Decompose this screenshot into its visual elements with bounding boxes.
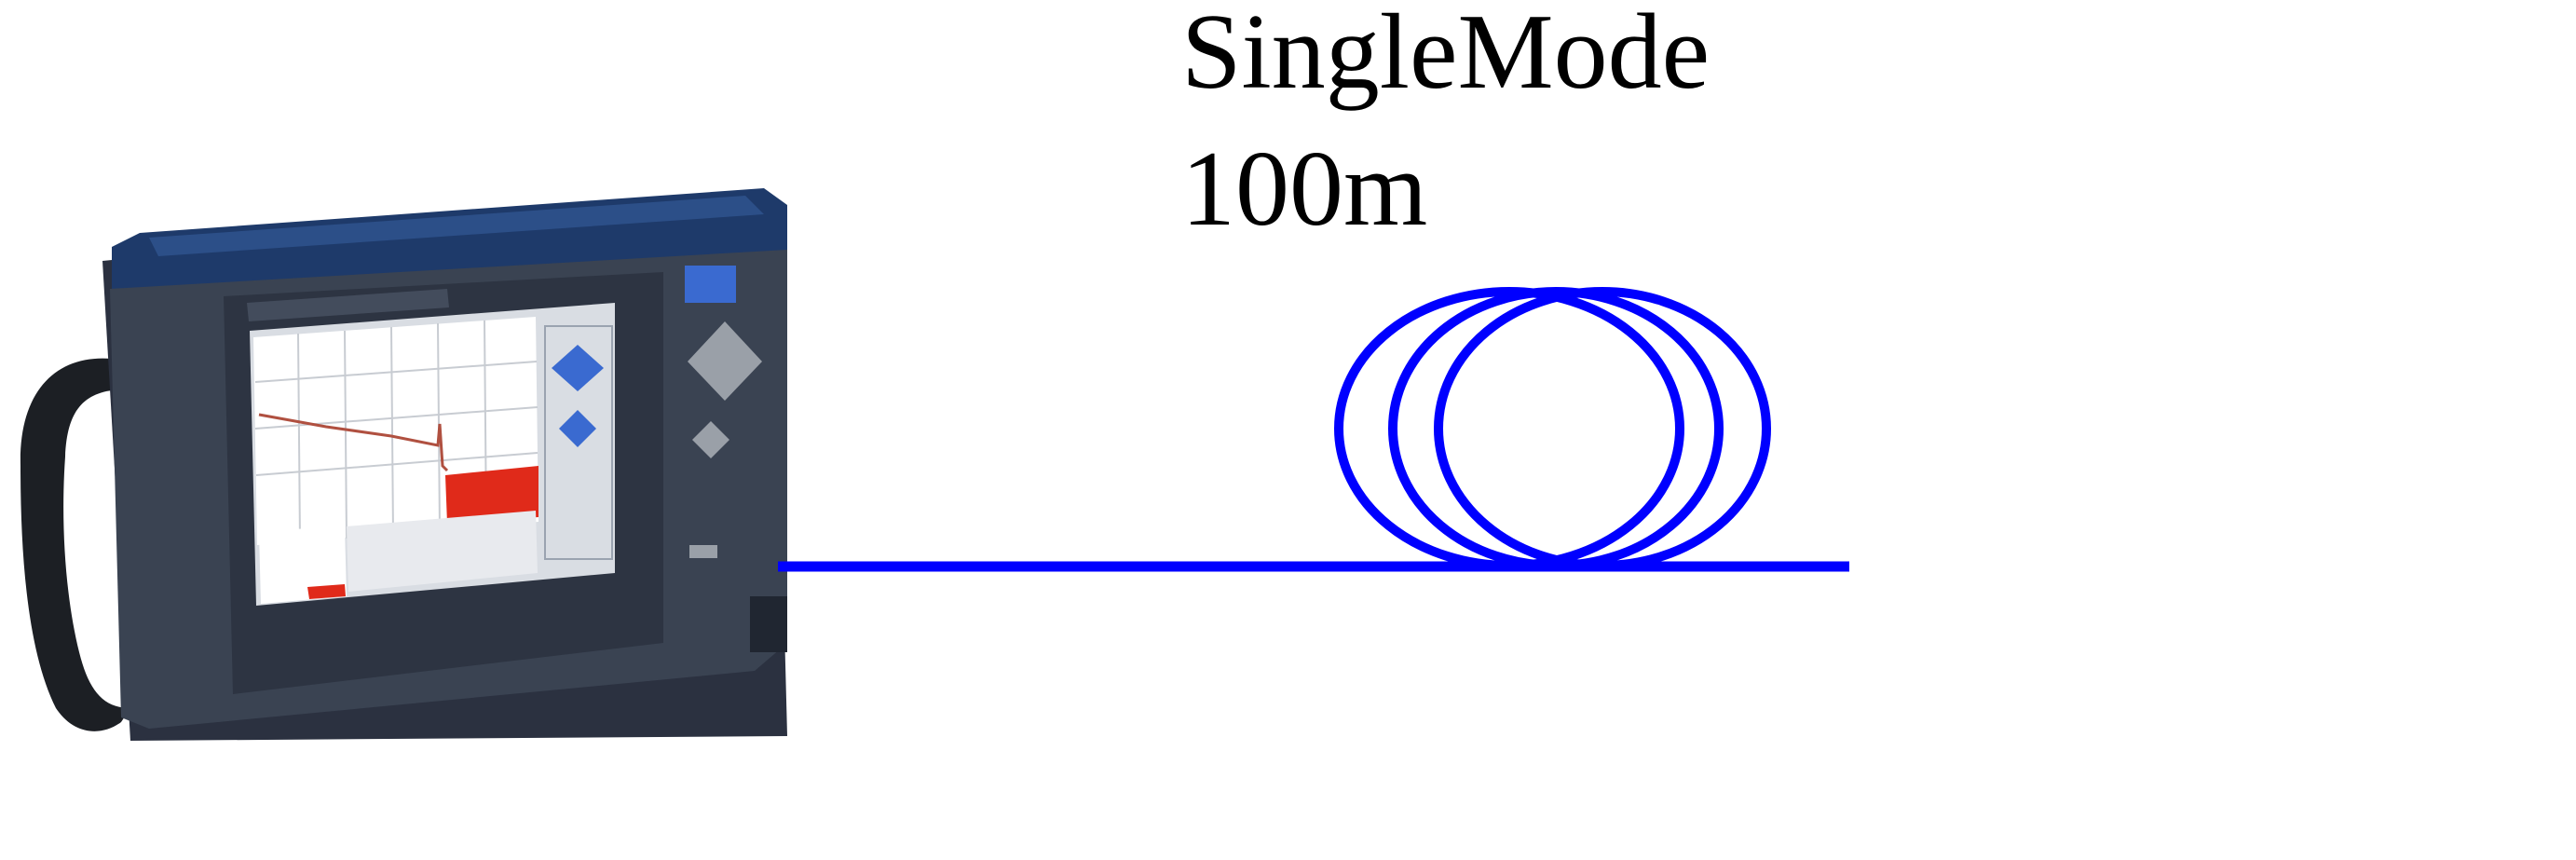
- device-screen: [250, 303, 615, 606]
- fiber-loop-3: [1434, 287, 1771, 570]
- fiber-coil-icon: [1334, 287, 1771, 570]
- fiber-loop-2: [1388, 287, 1724, 570]
- device-strap: [20, 358, 130, 731]
- otdr-device-icon: [20, 188, 787, 741]
- fiber-type-label: SingleMode: [1181, 0, 1711, 112]
- device-controls: [685, 266, 787, 652]
- fiber-length-label: 100m: [1181, 130, 1428, 249]
- noise-floor-block: [445, 466, 538, 524]
- fiber-loop-1: [1334, 287, 1684, 570]
